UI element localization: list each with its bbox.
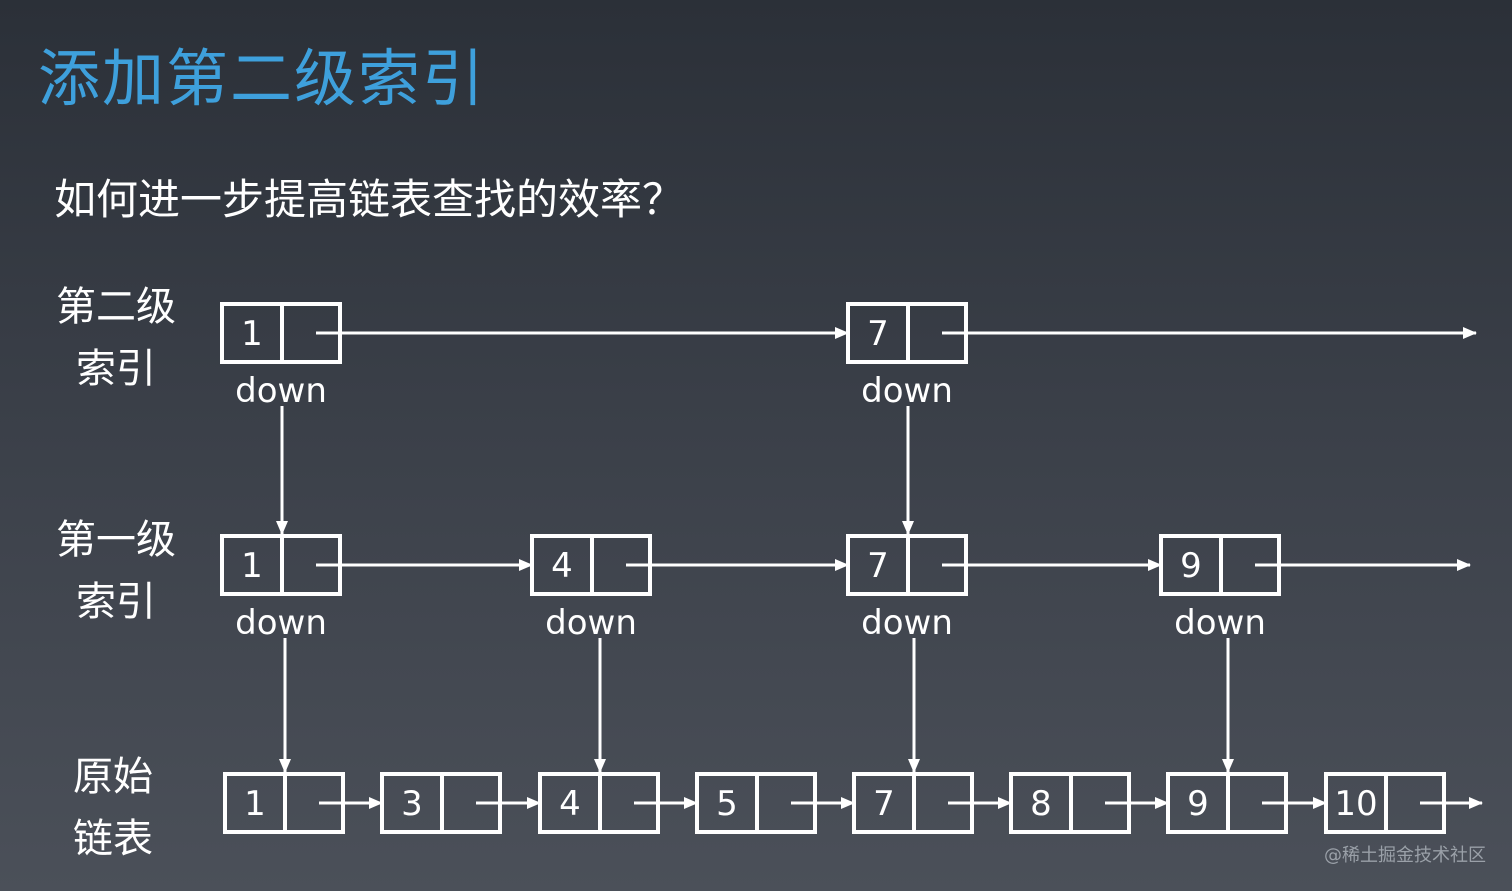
node-value: 4 [559,784,581,824]
node-value: 9 [1180,546,1202,586]
down-label: down [235,603,327,643]
level-label: 链表 [73,816,153,862]
node-value: 9 [1187,784,1209,824]
level-label: 索引 [76,346,156,392]
node-value: 1 [241,546,263,586]
node-value: 3 [401,784,423,824]
question-text: 如何进一步提高链表查找的效率？ [54,175,685,224]
down-label: down [1174,603,1266,643]
down-label: down [545,603,637,643]
level-label: 原始 [73,754,153,800]
level-label: 第一级 [56,517,176,563]
node-value: 5 [716,784,738,824]
node-value: 1 [244,784,266,824]
level-label: 第二级 [56,284,176,330]
down-label: down [861,371,953,411]
watermark: @稀土掘金技术社区 [1324,845,1486,866]
down-label: down [235,371,327,411]
node-value: 7 [867,314,889,354]
node-value: 1 [241,314,263,354]
level-label: 索引 [76,579,156,625]
node-value: 8 [1030,784,1052,824]
node-value: 4 [551,546,573,586]
node-value: 10 [1334,784,1377,824]
page-title: 添加第二级索引 [38,42,487,115]
down-label: down [861,603,953,643]
node-value: 7 [867,546,889,586]
node-value: 7 [873,784,895,824]
